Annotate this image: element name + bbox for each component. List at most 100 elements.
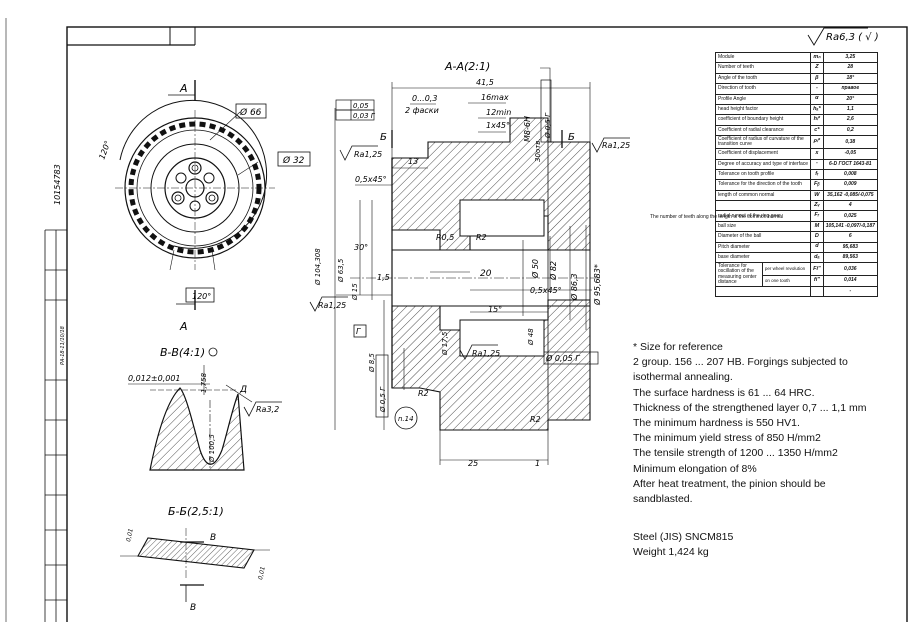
dim-d175: Ø 17,5 bbox=[441, 331, 449, 356]
bvbv-letter-v1: В bbox=[210, 533, 216, 543]
fcf-position: Ø 0,05 Г bbox=[545, 353, 580, 363]
param-value: 28 bbox=[822, 62, 878, 74]
dim-d635: Ø 63,5 bbox=[337, 258, 345, 283]
param-symbol: Z bbox=[810, 62, 824, 74]
param-symbol: dₐ bbox=[810, 252, 824, 264]
roughness-ra125-d: Ra1,25 bbox=[472, 349, 500, 358]
table-row: Degree of accuracy and type of interface… bbox=[714, 158, 878, 170]
param-value: 35,162 -0,085/-0,075 bbox=[822, 189, 878, 202]
param-symbol: Fᵦ bbox=[810, 179, 824, 191]
section-letter-a-bottom: A bbox=[179, 320, 188, 333]
param-value: 3,25 bbox=[822, 51, 878, 64]
param-symbol: hₐ* bbox=[810, 103, 824, 116]
param-name: coefficient of boundary height bbox=[714, 114, 812, 126]
param-value: 89,563 bbox=[822, 252, 878, 264]
section-bvbv bbox=[120, 528, 270, 602]
dim-12min: 12min bbox=[486, 108, 511, 117]
doc-number: 10154783 bbox=[53, 164, 62, 205]
dim-25: 25 bbox=[468, 459, 478, 468]
param-value: 0,008 bbox=[822, 168, 878, 181]
param-name: Tolerance for the direction of the tooth bbox=[714, 179, 812, 191]
param-symbol: Zᵥ bbox=[810, 200, 824, 212]
fcf-runout-bottom: Ø 0,5 Г bbox=[379, 386, 387, 413]
dim-d863: Ø 86,3 bbox=[569, 273, 579, 301]
param-name: Coefficient of radial clearance bbox=[714, 124, 812, 137]
gear-front-view bbox=[115, 80, 275, 310]
bb-dim-1758: 1,758 bbox=[200, 372, 208, 393]
dim-chamfer-count: 2 фаски bbox=[405, 106, 439, 115]
param-symbol: Fi" bbox=[810, 262, 824, 277]
param-name: Number of teeth bbox=[714, 62, 812, 74]
param-name: ball size bbox=[714, 220, 812, 233]
param-symbol: β bbox=[810, 72, 824, 85]
param-value: 0,014 bbox=[822, 275, 878, 287]
callout-circle bbox=[394, 406, 418, 430]
param-name: Diameter of the ball bbox=[714, 231, 812, 243]
fcf-flatness: 0,05 bbox=[353, 102, 369, 110]
dim-thread: M8-6H bbox=[523, 116, 532, 142]
bvbv-dim-1: 0,01 bbox=[125, 528, 135, 543]
dim-415: 41,5 bbox=[476, 78, 494, 87]
param-value: 0,38 bbox=[822, 135, 878, 150]
param-symbol: hₗ* bbox=[810, 114, 824, 126]
fcf-top bbox=[335, 79, 599, 418]
datum-g: Г bbox=[356, 327, 361, 336]
note-line: sandblasted. bbox=[633, 493, 693, 506]
section-letter-b1: Б bbox=[380, 132, 387, 143]
note-line: The tensile strength of 1200 ... 1350 H/… bbox=[633, 447, 838, 460]
param-name: Module bbox=[714, 51, 812, 64]
param-symbol: mₙ bbox=[810, 51, 824, 64]
param-value: 20° bbox=[822, 93, 878, 105]
table-row: - bbox=[714, 285, 878, 298]
dim-r2-c: R2 bbox=[530, 415, 541, 424]
dim-13: 13 bbox=[408, 157, 418, 166]
bb-letter-d: Д bbox=[239, 385, 247, 395]
param-symbol: - bbox=[810, 83, 824, 95]
section-bb-profile bbox=[128, 365, 253, 471]
dim-chamfer-range: 0...0,3 bbox=[412, 94, 437, 103]
roughness-symbols bbox=[243, 137, 630, 417]
param-value: 0,009 bbox=[822, 179, 878, 191]
param-value: 18° bbox=[822, 72, 878, 85]
dim-20: 20 bbox=[480, 269, 492, 279]
dim-d66: Ø 66 bbox=[239, 107, 262, 118]
param-name: Angle of the tooth bbox=[714, 72, 812, 85]
param-name: Pitch diameter bbox=[714, 241, 812, 254]
general-roughness: Ra6,3 ( √ ) bbox=[807, 27, 879, 46]
param-name: Coefficient of displacement bbox=[714, 148, 812, 160]
param-name: Degree of accuracy and type of interface bbox=[714, 158, 812, 170]
fcf-perpendicularity: 0,03 Г bbox=[353, 112, 376, 120]
table-row: Coefficient of radius of curvature of th… bbox=[714, 135, 878, 150]
material-label: Steel (JIS) SNCM815 bbox=[633, 531, 734, 543]
callout-n14: n.14 bbox=[398, 415, 414, 423]
note-line: The minimum hardness is 550 HV1. bbox=[633, 417, 800, 430]
param-name: length of common normal bbox=[714, 189, 812, 202]
side-mark: РА-18-11/10/18 bbox=[60, 326, 66, 365]
param-symbol: D bbox=[810, 231, 824, 243]
param-value: 0,2 bbox=[822, 124, 878, 137]
param-symbol: Fᵣ bbox=[810, 210, 824, 222]
dim-d48: Ø 48 bbox=[527, 328, 535, 346]
dim-d15: Ø 15 bbox=[351, 283, 359, 301]
material-block: Steel (JIS) SNCM815 Weight 1,424 kg bbox=[633, 530, 733, 560]
section-title-bvbv: Б-Б(2,5:1) bbox=[168, 505, 224, 518]
dim-d104: Ø 104,308 bbox=[314, 248, 322, 286]
common-normal-teeth-label: The number of teeth along the length of … bbox=[650, 214, 784, 220]
param-symbol: d bbox=[810, 241, 824, 254]
param-value: 95,683 bbox=[822, 241, 878, 254]
param-value: 4 bbox=[822, 200, 878, 212]
note-line: isothermal annealing. bbox=[633, 371, 733, 384]
param-value: 6-D ГОСТ 1643-81 bbox=[822, 158, 878, 170]
param-name: Coefficient of radius of curvature of th… bbox=[714, 135, 812, 150]
